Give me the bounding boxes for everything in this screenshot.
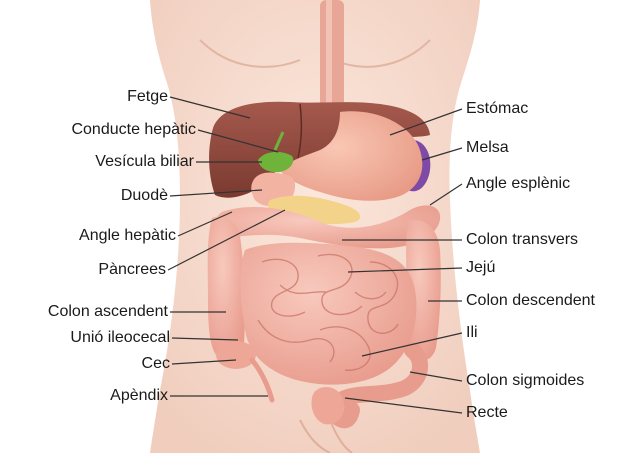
label-cec: Cec	[142, 355, 170, 373]
label-unio-ileocecal: Unió ileocecal	[70, 329, 170, 347]
label-duode: Duodè	[121, 187, 168, 205]
label-apendix: Apèndix	[110, 387, 168, 405]
label-angle-esplenic: Angle esplènic	[466, 175, 570, 193]
label-conducte-hepatic: Conducte hepàtic	[71, 121, 196, 139]
label-melsa: Melsa	[466, 139, 509, 157]
label-ili: Ili	[466, 324, 478, 342]
label-pancrees: Pàncrees	[98, 261, 166, 279]
label-estomac: Estómac	[466, 100, 528, 118]
label-colon-transvers: Colon transvers	[466, 231, 578, 249]
label-vesicula-biliar: Vesícula biliar	[95, 153, 194, 171]
label-colon-ascendent: Colon ascendent	[48, 303, 168, 321]
label-jeju: Jejú	[466, 259, 495, 277]
small-intestine	[241, 243, 417, 385]
label-recte: Recte	[466, 404, 508, 422]
label-fetge: Fetge	[127, 88, 168, 106]
label-colon-descendent: Colon descendent	[466, 292, 595, 310]
label-angle-hepatic: Angle hepàtic	[79, 227, 176, 245]
label-colon-sigmoides: Colon sigmoides	[466, 372, 584, 390]
